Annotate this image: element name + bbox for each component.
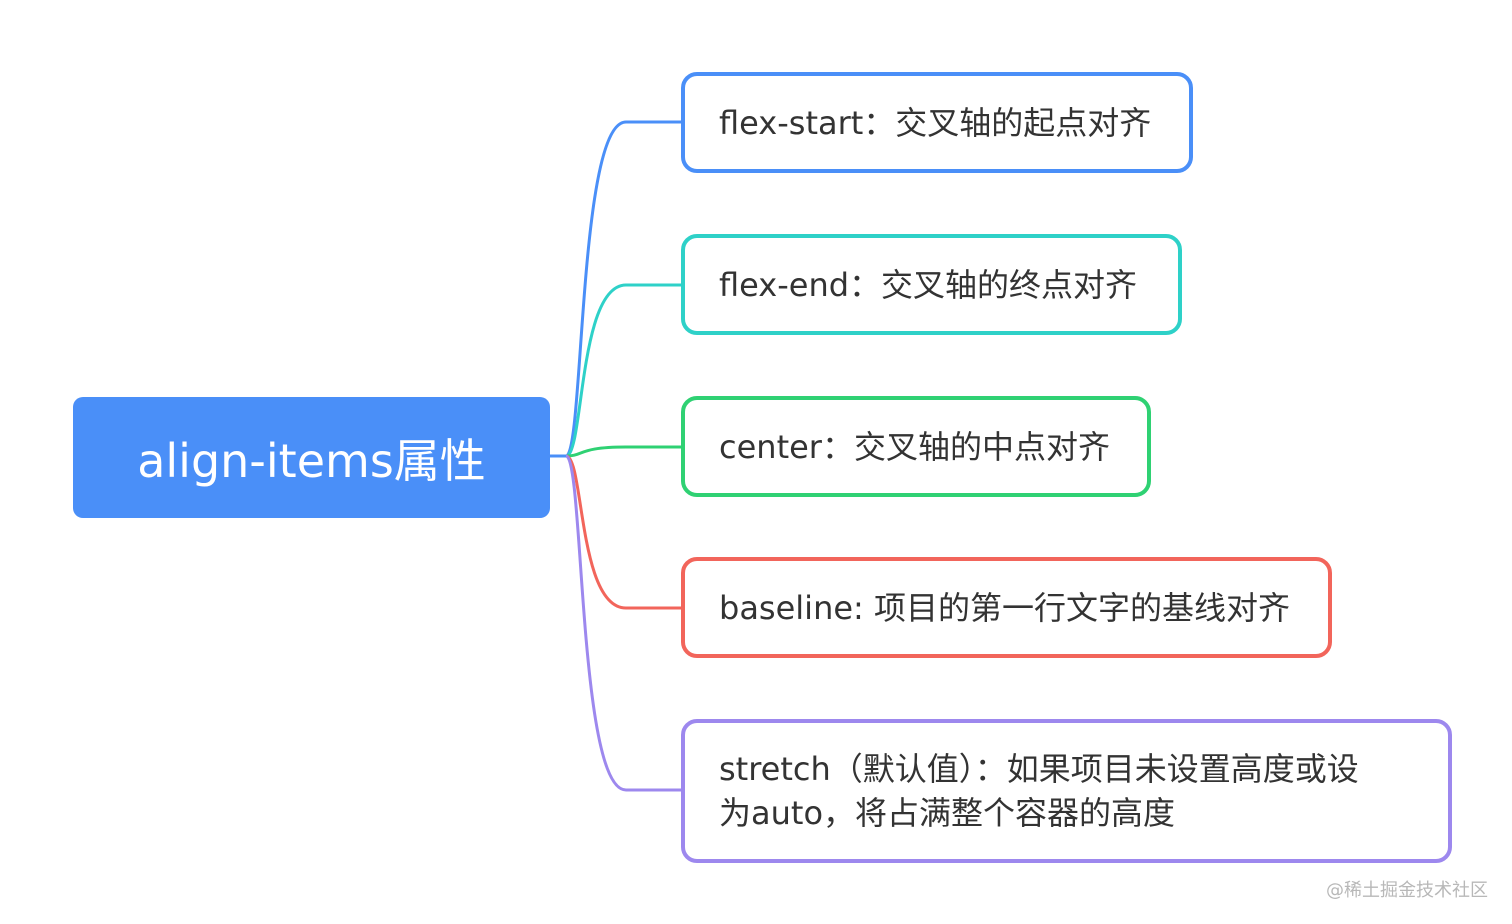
branch-node-label: flex-end：交叉轴的终点对齐 <box>719 265 1138 304</box>
connector-line <box>564 120 683 458</box>
connector-line <box>564 445 683 458</box>
branch-node-stretch: stretch（默认值）：如果项目未设置高度或设 为auto，将占满整个容器的高… <box>681 719 1452 863</box>
branch-node-label: flex-start：交叉轴的起点对齐 <box>719 103 1152 142</box>
branch-node-label: stretch（默认值）：如果项目未设置高度或设 为auto，将占满整个容器的高… <box>719 750 1359 832</box>
connector-line <box>564 454 683 792</box>
branch-node-label: baseline: 项目的第一行文字的基线对齐 <box>719 588 1290 627</box>
watermark: @稀土掘金技术社区 <box>1326 880 1488 901</box>
branch-node-label: center：交叉轴的中点对齐 <box>719 427 1110 466</box>
branch-node-flex-start: flex-start：交叉轴的起点对齐 <box>681 72 1193 173</box>
branch-node-baseline: baseline: 项目的第一行文字的基线对齐 <box>681 557 1332 658</box>
branch-node-flex-end: flex-end：交叉轴的终点对齐 <box>681 234 1182 335</box>
connector-line <box>564 454 683 610</box>
root-node: align-items属性 <box>73 397 550 518</box>
branch-node-center: center：交叉轴的中点对齐 <box>681 396 1151 497</box>
root-node-label: align-items属性 <box>137 433 486 488</box>
connector-line <box>564 283 683 458</box>
